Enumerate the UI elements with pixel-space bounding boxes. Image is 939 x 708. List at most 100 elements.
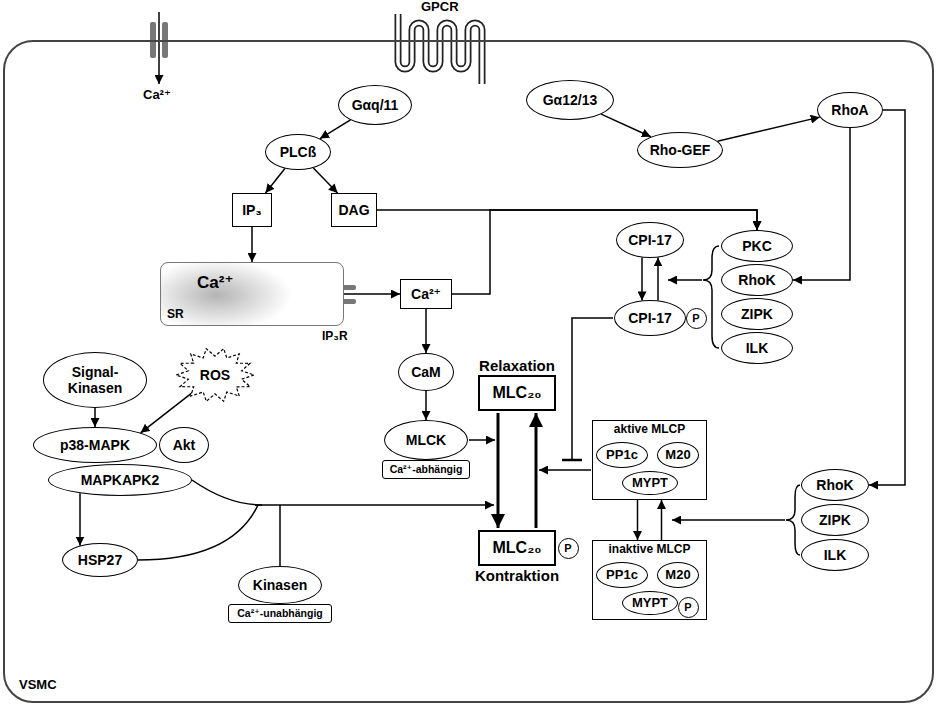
node-label: ZIPK bbox=[741, 306, 773, 322]
protein-ellipse: ILK bbox=[721, 332, 793, 364]
protein-ellipse: ILK bbox=[801, 539, 869, 571]
node-label: Gαq/11 bbox=[352, 97, 399, 113]
myosin-box: RelaxationMLC₂₀ bbox=[478, 375, 556, 411]
node-label: ILK bbox=[824, 547, 847, 563]
kinase-bracket bbox=[703, 246, 719, 348]
subunit-ellipse: M20 bbox=[657, 562, 699, 588]
arrow-connector bbox=[869, 110, 905, 485]
node-label: MAPKAPK2 bbox=[81, 472, 160, 488]
arrow-connector bbox=[601, 114, 651, 137]
node-label: MLC₂₀ bbox=[493, 539, 542, 557]
receptor-outline bbox=[398, 14, 482, 84]
node-label: RhoA bbox=[831, 102, 868, 118]
convergence-arrow bbox=[255, 504, 494, 506]
arrow-connector bbox=[425, 309, 427, 353]
protein-ellipse: PKC bbox=[721, 230, 793, 262]
protein-ellipse: PLCß bbox=[265, 134, 331, 170]
calcium-channel bbox=[150, 12, 168, 84]
ros-burst: ROS bbox=[175, 347, 255, 403]
arrow-connector bbox=[344, 293, 400, 295]
phosphatase-box: PP1cM20MYPTaktive MLCP bbox=[592, 420, 707, 500]
node-label: Signal- Kinasen bbox=[60, 364, 130, 396]
subunit-ellipse: M20 bbox=[657, 442, 699, 468]
annotation-label: GPCR bbox=[421, 0, 459, 15]
reticulum-box: Ca²⁺ SR bbox=[160, 262, 344, 326]
protein-ellipse: Rho-GEF bbox=[637, 132, 723, 168]
messenger-box: Ca²⁺ bbox=[400, 279, 452, 309]
arrow-connector bbox=[717, 117, 819, 141]
annotation-label: Ca²⁺ bbox=[143, 88, 171, 103]
myosin-box: MLC₂₀Kontraktion bbox=[478, 530, 556, 566]
phosphorylation-arrow bbox=[497, 413, 500, 528]
node-label: MLCK bbox=[406, 432, 446, 448]
node-label: Ca²⁺-abhängig bbox=[390, 463, 463, 475]
phosphate-circle: P bbox=[686, 308, 707, 329]
node-label: P bbox=[684, 601, 691, 614]
bracket-arrow bbox=[668, 279, 702, 281]
gpcr-receptor bbox=[398, 14, 482, 84]
arrow-connector bbox=[79, 493, 81, 545]
node-label: Gα12/13 bbox=[543, 92, 598, 108]
protein-ellipse: HSP27 bbox=[62, 543, 138, 577]
arrow-connector bbox=[452, 210, 757, 294]
protein-ellipse: MLCK bbox=[384, 420, 468, 460]
node-label: CaM bbox=[411, 364, 441, 380]
annotation-label: IP₃R bbox=[322, 330, 348, 344]
phosphate-circle: P bbox=[678, 597, 699, 618]
note-box: Ca²⁺-unabhängig bbox=[228, 604, 332, 623]
node-label: PP1c bbox=[606, 448, 638, 463]
note-box: Ca²⁺-abhängig bbox=[382, 460, 470, 479]
kinase-bracket bbox=[786, 485, 800, 555]
node-label: CPI-17 bbox=[628, 310, 672, 326]
messenger-box: IP₃ bbox=[232, 193, 272, 227]
node-label: Ca²⁺ bbox=[197, 273, 233, 293]
protein-ellipse: CaM bbox=[398, 353, 454, 391]
arrow-connector bbox=[320, 120, 350, 139]
phosphate-circle: P bbox=[558, 538, 579, 559]
cell-outline: Gαq/11 Gα12/13RhoA PLCß Rho-GEF IP₃ DAG CPI-17… bbox=[3, 40, 934, 703]
node-label: P bbox=[692, 312, 699, 325]
burst-shape bbox=[176, 349, 254, 402]
protein-ellipse: Kinasen bbox=[238, 566, 322, 604]
receptor-fill bbox=[398, 14, 482, 84]
protein-ellipse: ZIPK bbox=[801, 504, 869, 536]
influx-arrow bbox=[158, 12, 160, 84]
protein-ellipse: RhoK bbox=[801, 469, 869, 501]
protein-ellipse: ZIPK bbox=[721, 298, 793, 330]
node-label: IP₃ bbox=[242, 202, 262, 218]
arrow-connector bbox=[251, 227, 253, 262]
arrow-connector bbox=[265, 169, 284, 193]
protein-ellipse: Gαq/11 bbox=[338, 85, 412, 125]
subunit-ellipse: PP1c bbox=[596, 442, 648, 468]
mlck-arrow bbox=[469, 439, 495, 441]
dephosphorylation-arrow bbox=[535, 413, 538, 528]
mlcp-arrow bbox=[539, 469, 591, 471]
node-label: SR bbox=[167, 308, 184, 322]
subunit-ellipse: PP1c bbox=[596, 562, 648, 588]
arrow-connector bbox=[793, 128, 850, 280]
node-label: PP1c bbox=[606, 568, 638, 583]
node-label: Rho-GEF bbox=[650, 142, 711, 158]
node-label: M20 bbox=[665, 568, 690, 583]
protein-ellipse: Signal- Kinasen bbox=[43, 352, 147, 408]
subunit-ellipse: MYPT bbox=[622, 471, 678, 495]
node-label: RhoK bbox=[816, 477, 853, 493]
protein-ellipse: RhoK bbox=[721, 264, 793, 296]
node-label: p38-MAPK bbox=[60, 437, 130, 453]
protein-ellipse: CPI-17 bbox=[614, 300, 686, 336]
node-label: MYPT bbox=[632, 476, 668, 491]
node-label: ILK bbox=[746, 340, 769, 356]
convergence-line bbox=[192, 480, 262, 505]
arrow-connector bbox=[377, 210, 757, 230]
node-label: RhoK bbox=[738, 272, 775, 288]
node-label: MYPT bbox=[632, 596, 668, 611]
node-label: MLC₂₀ bbox=[493, 384, 542, 402]
bracket-arrow bbox=[672, 519, 785, 521]
node-label: ROS bbox=[200, 367, 230, 383]
node-label: inaktive MLCP bbox=[608, 543, 690, 557]
protein-ellipse: p38-MAPK bbox=[33, 427, 157, 463]
node-label: DAG bbox=[338, 202, 369, 218]
